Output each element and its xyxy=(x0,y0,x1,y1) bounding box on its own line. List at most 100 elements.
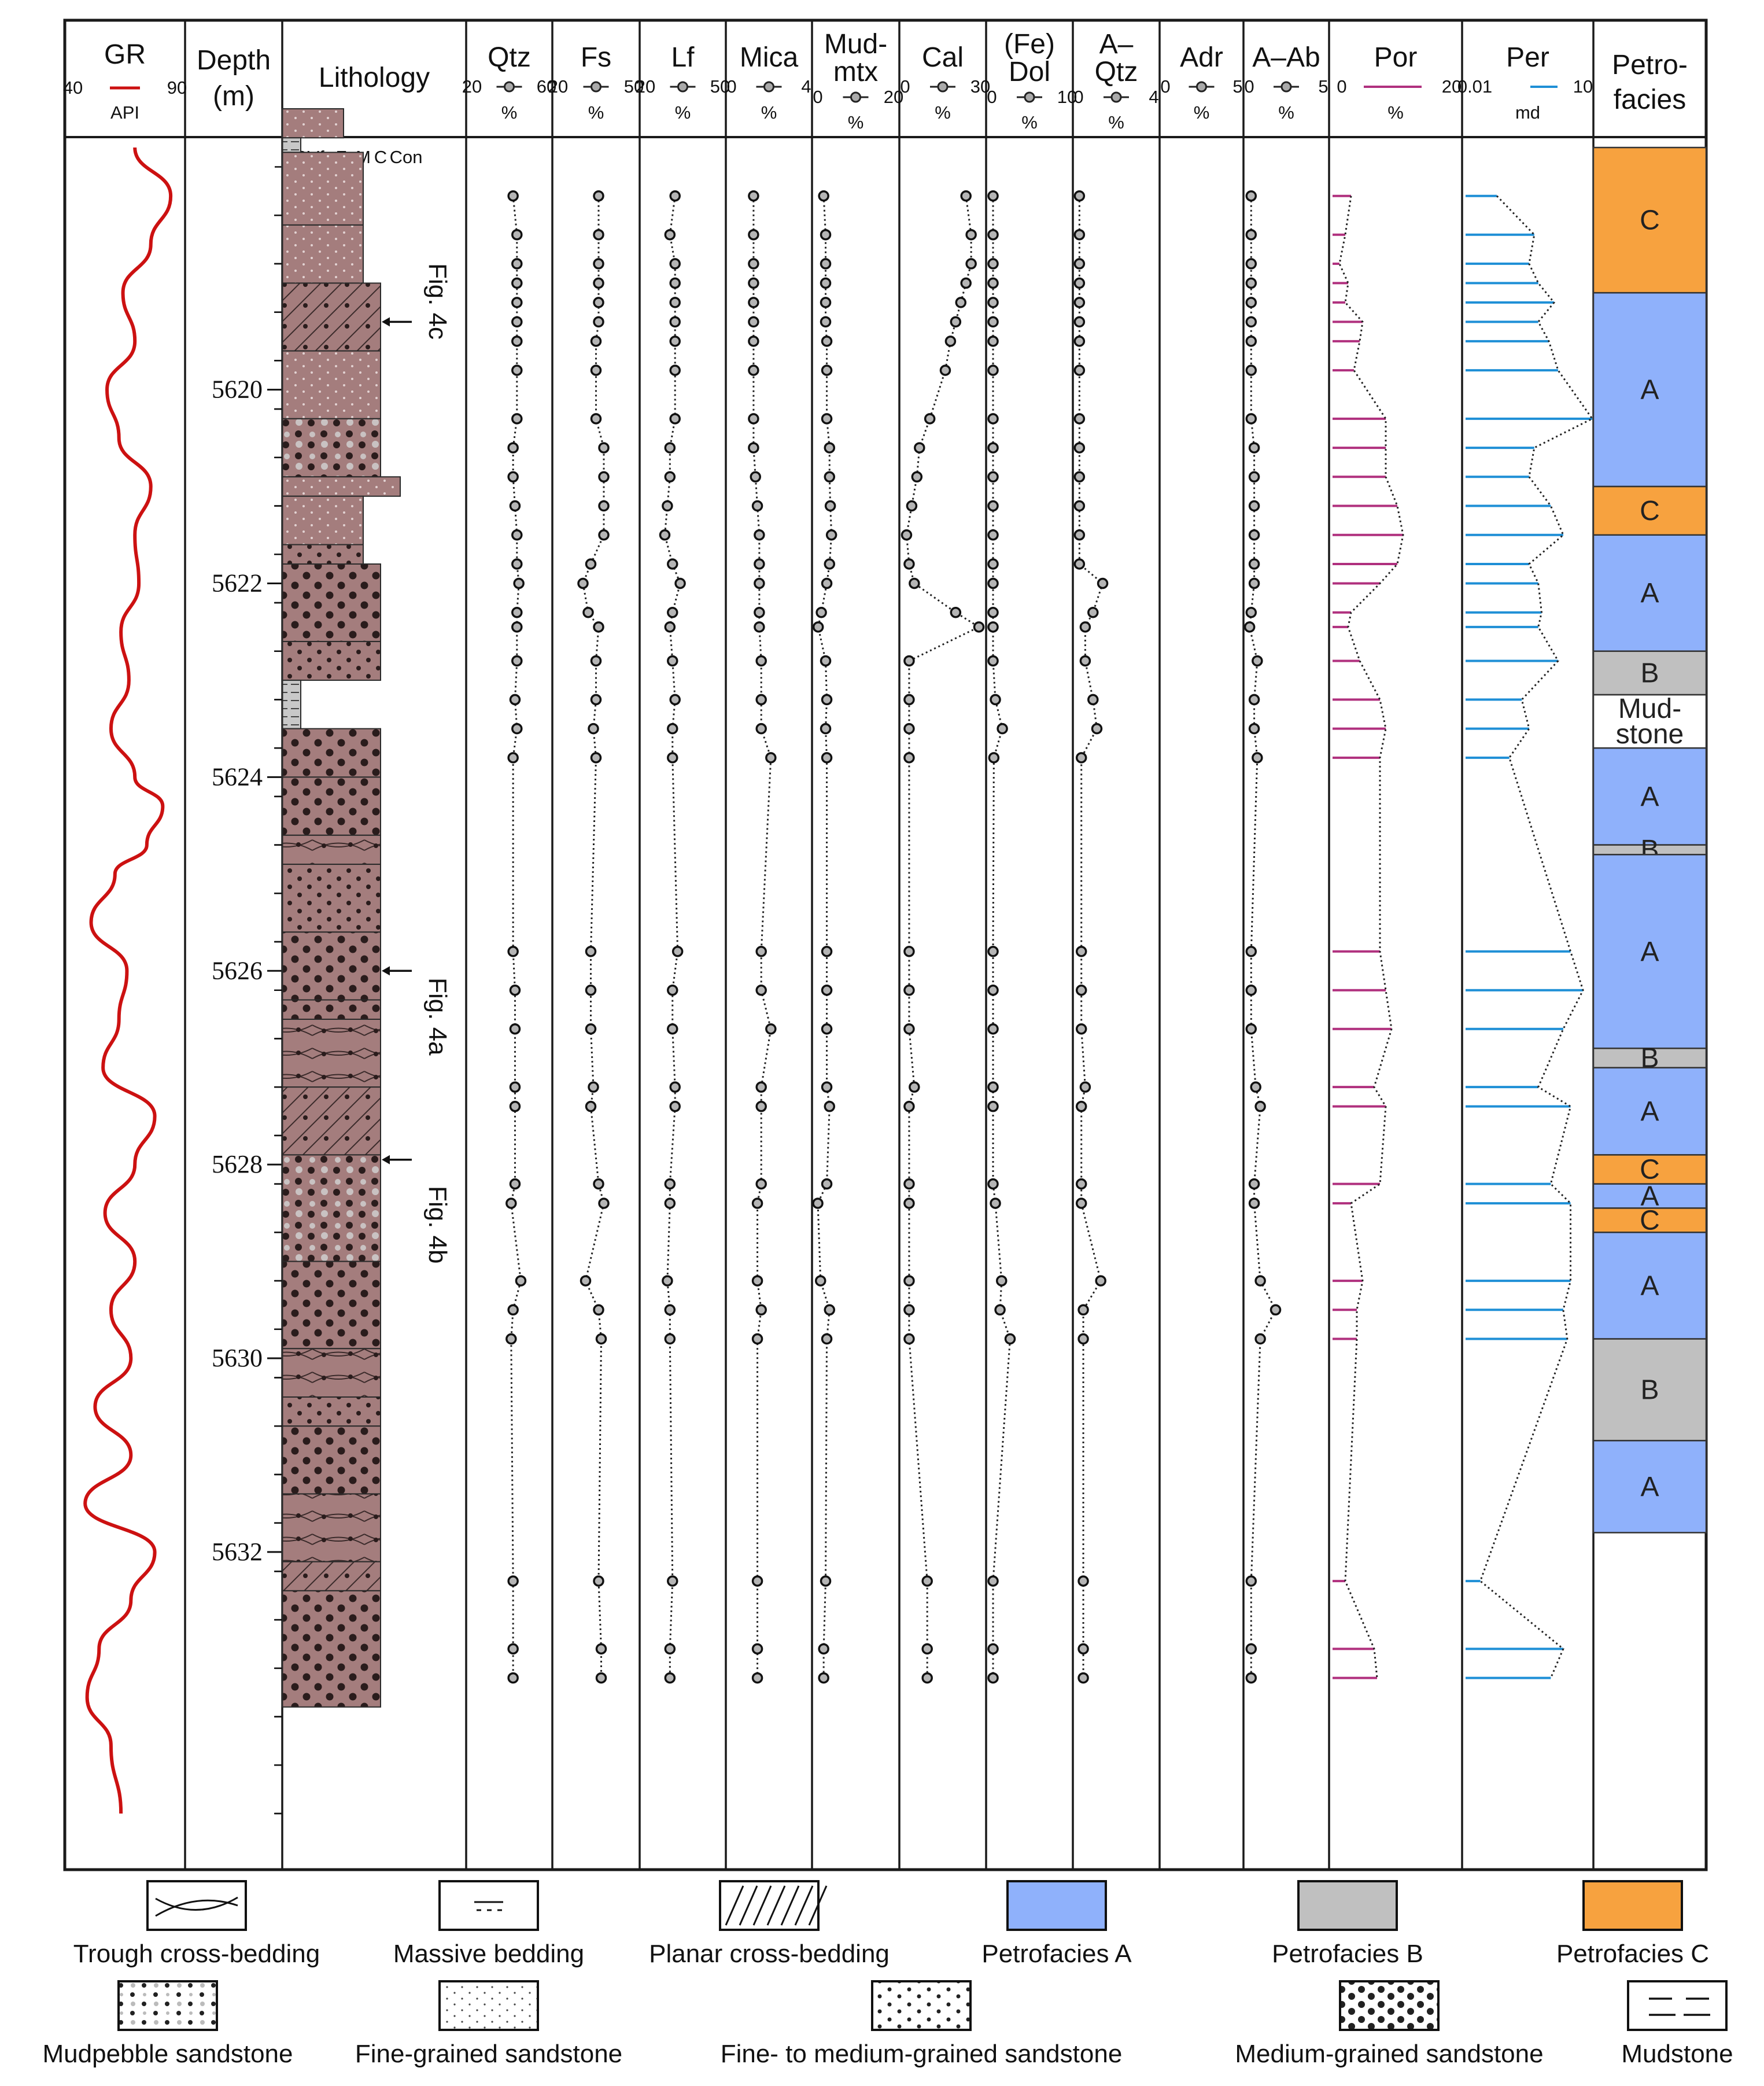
fs-point xyxy=(593,258,604,270)
depth-tick-label: 5628 xyxy=(212,1150,263,1178)
header-unit: % xyxy=(501,102,518,123)
cal-point xyxy=(960,190,972,202)
legend-label: Mudstone xyxy=(1621,2040,1733,2068)
cal-point xyxy=(903,946,915,957)
header-unit: % xyxy=(848,112,864,132)
mica-point xyxy=(755,723,767,735)
petrofacies-interval xyxy=(1592,485,1707,536)
aab-point xyxy=(1245,316,1257,328)
lithology-bed xyxy=(282,476,401,497)
mica-curve xyxy=(752,196,772,1678)
fs-point xyxy=(593,316,604,328)
cal-point xyxy=(911,471,923,483)
mud-point xyxy=(812,621,824,633)
petrofacies-label: A xyxy=(1640,375,1659,406)
lf-point xyxy=(669,413,681,425)
qtz-point xyxy=(513,577,525,589)
aab-point xyxy=(1254,1100,1266,1112)
aqtz-point xyxy=(1077,1333,1089,1345)
aab-point xyxy=(1245,297,1257,308)
aab-point xyxy=(1245,946,1257,957)
legend-item-pfC: Petrofacies C xyxy=(1556,1880,1709,1968)
aab-point xyxy=(1248,577,1260,589)
lf-point xyxy=(664,1197,676,1209)
aab-point xyxy=(1252,655,1263,667)
legend-swatch xyxy=(871,1980,972,2031)
header-unit: % xyxy=(1387,102,1404,123)
lf-point xyxy=(664,471,676,483)
mud-point xyxy=(825,529,837,541)
aab-curve xyxy=(1249,196,1277,1678)
scale-marker xyxy=(1196,81,1207,93)
cal-point xyxy=(903,655,915,667)
header-scale-max: 5 xyxy=(1318,76,1328,97)
qtz-point xyxy=(505,1333,517,1345)
cal-point xyxy=(950,606,962,618)
header-scale-min: 0 xyxy=(900,76,910,97)
lithology-bed xyxy=(282,224,364,284)
lf-point xyxy=(664,1178,676,1190)
aqtz-point xyxy=(1073,500,1086,512)
cal-point xyxy=(903,1275,915,1287)
lf-point xyxy=(667,984,678,996)
cal-point xyxy=(903,1304,915,1316)
header-title: Mud- xyxy=(824,29,887,60)
aab-point xyxy=(1248,529,1260,541)
lithology-bed xyxy=(282,679,301,729)
petrofacies-label-2: stone xyxy=(1616,719,1684,750)
header-title: A– xyxy=(1099,29,1134,60)
lf-point xyxy=(669,336,681,347)
lf-point xyxy=(669,297,681,308)
header-scale-max: 20 xyxy=(884,87,903,107)
cal-point xyxy=(960,277,972,289)
header-scale-min: 0.01 xyxy=(1457,76,1492,97)
mica-point xyxy=(751,500,763,512)
aab-point xyxy=(1248,1197,1260,1209)
mica-point xyxy=(748,316,759,328)
lf-point xyxy=(664,1304,676,1316)
scale-marker xyxy=(1024,91,1035,103)
header-unit: % xyxy=(1194,102,1210,123)
cal-point xyxy=(965,258,977,270)
aqtz-point xyxy=(1087,694,1099,706)
aqtz-point xyxy=(1079,621,1091,633)
fs-point xyxy=(593,277,604,289)
lithology-bed xyxy=(282,495,364,546)
lithology-bed xyxy=(282,728,381,778)
dol-point xyxy=(987,364,999,376)
scale-marker xyxy=(504,81,515,93)
mica-point xyxy=(751,1672,763,1684)
qtz-point xyxy=(509,984,521,996)
fs-point xyxy=(598,1197,610,1209)
aqtz-point xyxy=(1075,946,1087,957)
aab-point xyxy=(1245,1672,1257,1684)
mud-point xyxy=(821,1178,833,1190)
mud-point xyxy=(824,471,836,483)
mica-point xyxy=(755,1178,767,1190)
cal-point xyxy=(921,1643,933,1655)
lithology-bed xyxy=(282,544,364,565)
qtz-point xyxy=(511,723,523,735)
aqtz-point xyxy=(1097,577,1109,589)
figure-arrow-head xyxy=(382,317,390,327)
figure-ref-label: Fig. 4c xyxy=(423,263,452,340)
fs-point xyxy=(593,1575,604,1587)
qtz-point xyxy=(511,316,523,328)
mica-point xyxy=(748,258,759,270)
dol-point xyxy=(987,258,999,270)
cal-point xyxy=(939,364,951,376)
figure-ref-label: Fig. 4b xyxy=(423,1186,452,1264)
cal-point xyxy=(903,1178,915,1190)
header-scale-min: 0 xyxy=(813,87,822,107)
petrofacies-interval xyxy=(1592,1232,1707,1340)
mud-point xyxy=(821,984,833,996)
cal-point xyxy=(921,1575,933,1587)
legend-label: Fine-grained sandstone xyxy=(355,2040,622,2068)
mud-point xyxy=(820,316,832,328)
mica-point xyxy=(755,946,767,957)
lithology-bed xyxy=(282,1154,381,1262)
lf-point xyxy=(669,277,681,289)
mud-curve xyxy=(817,196,833,1678)
